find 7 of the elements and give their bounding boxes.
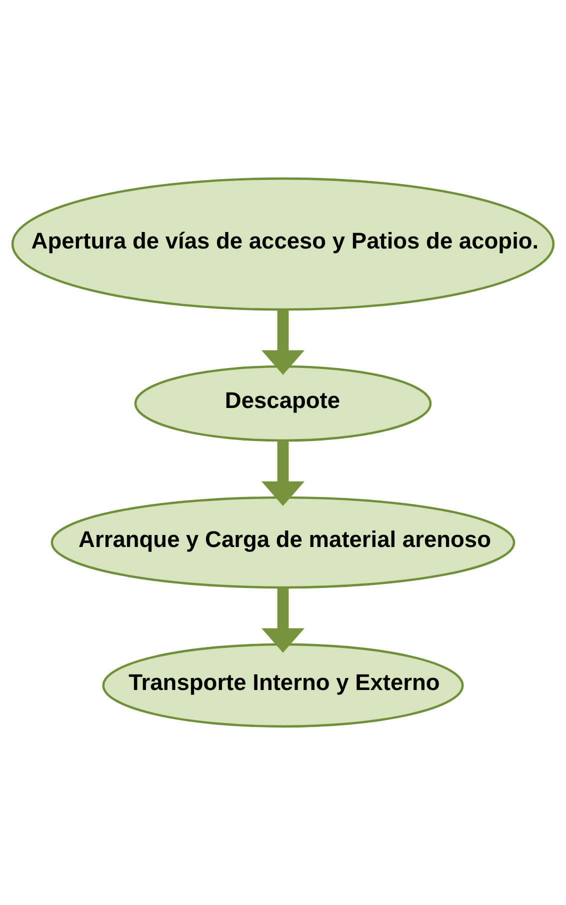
node-ellipse: Descapote [134,365,432,442]
node-ellipse: Arranque y Carga de material arenoso [50,496,516,589]
node-ellipse: Apertura de vías de acceso y Patios de acopio. [11,177,555,311]
node-ellipse: Transporte Interno y Externo [102,643,464,728]
arrow [261,310,305,375]
arrow [261,588,305,653]
arrow [261,440,305,506]
